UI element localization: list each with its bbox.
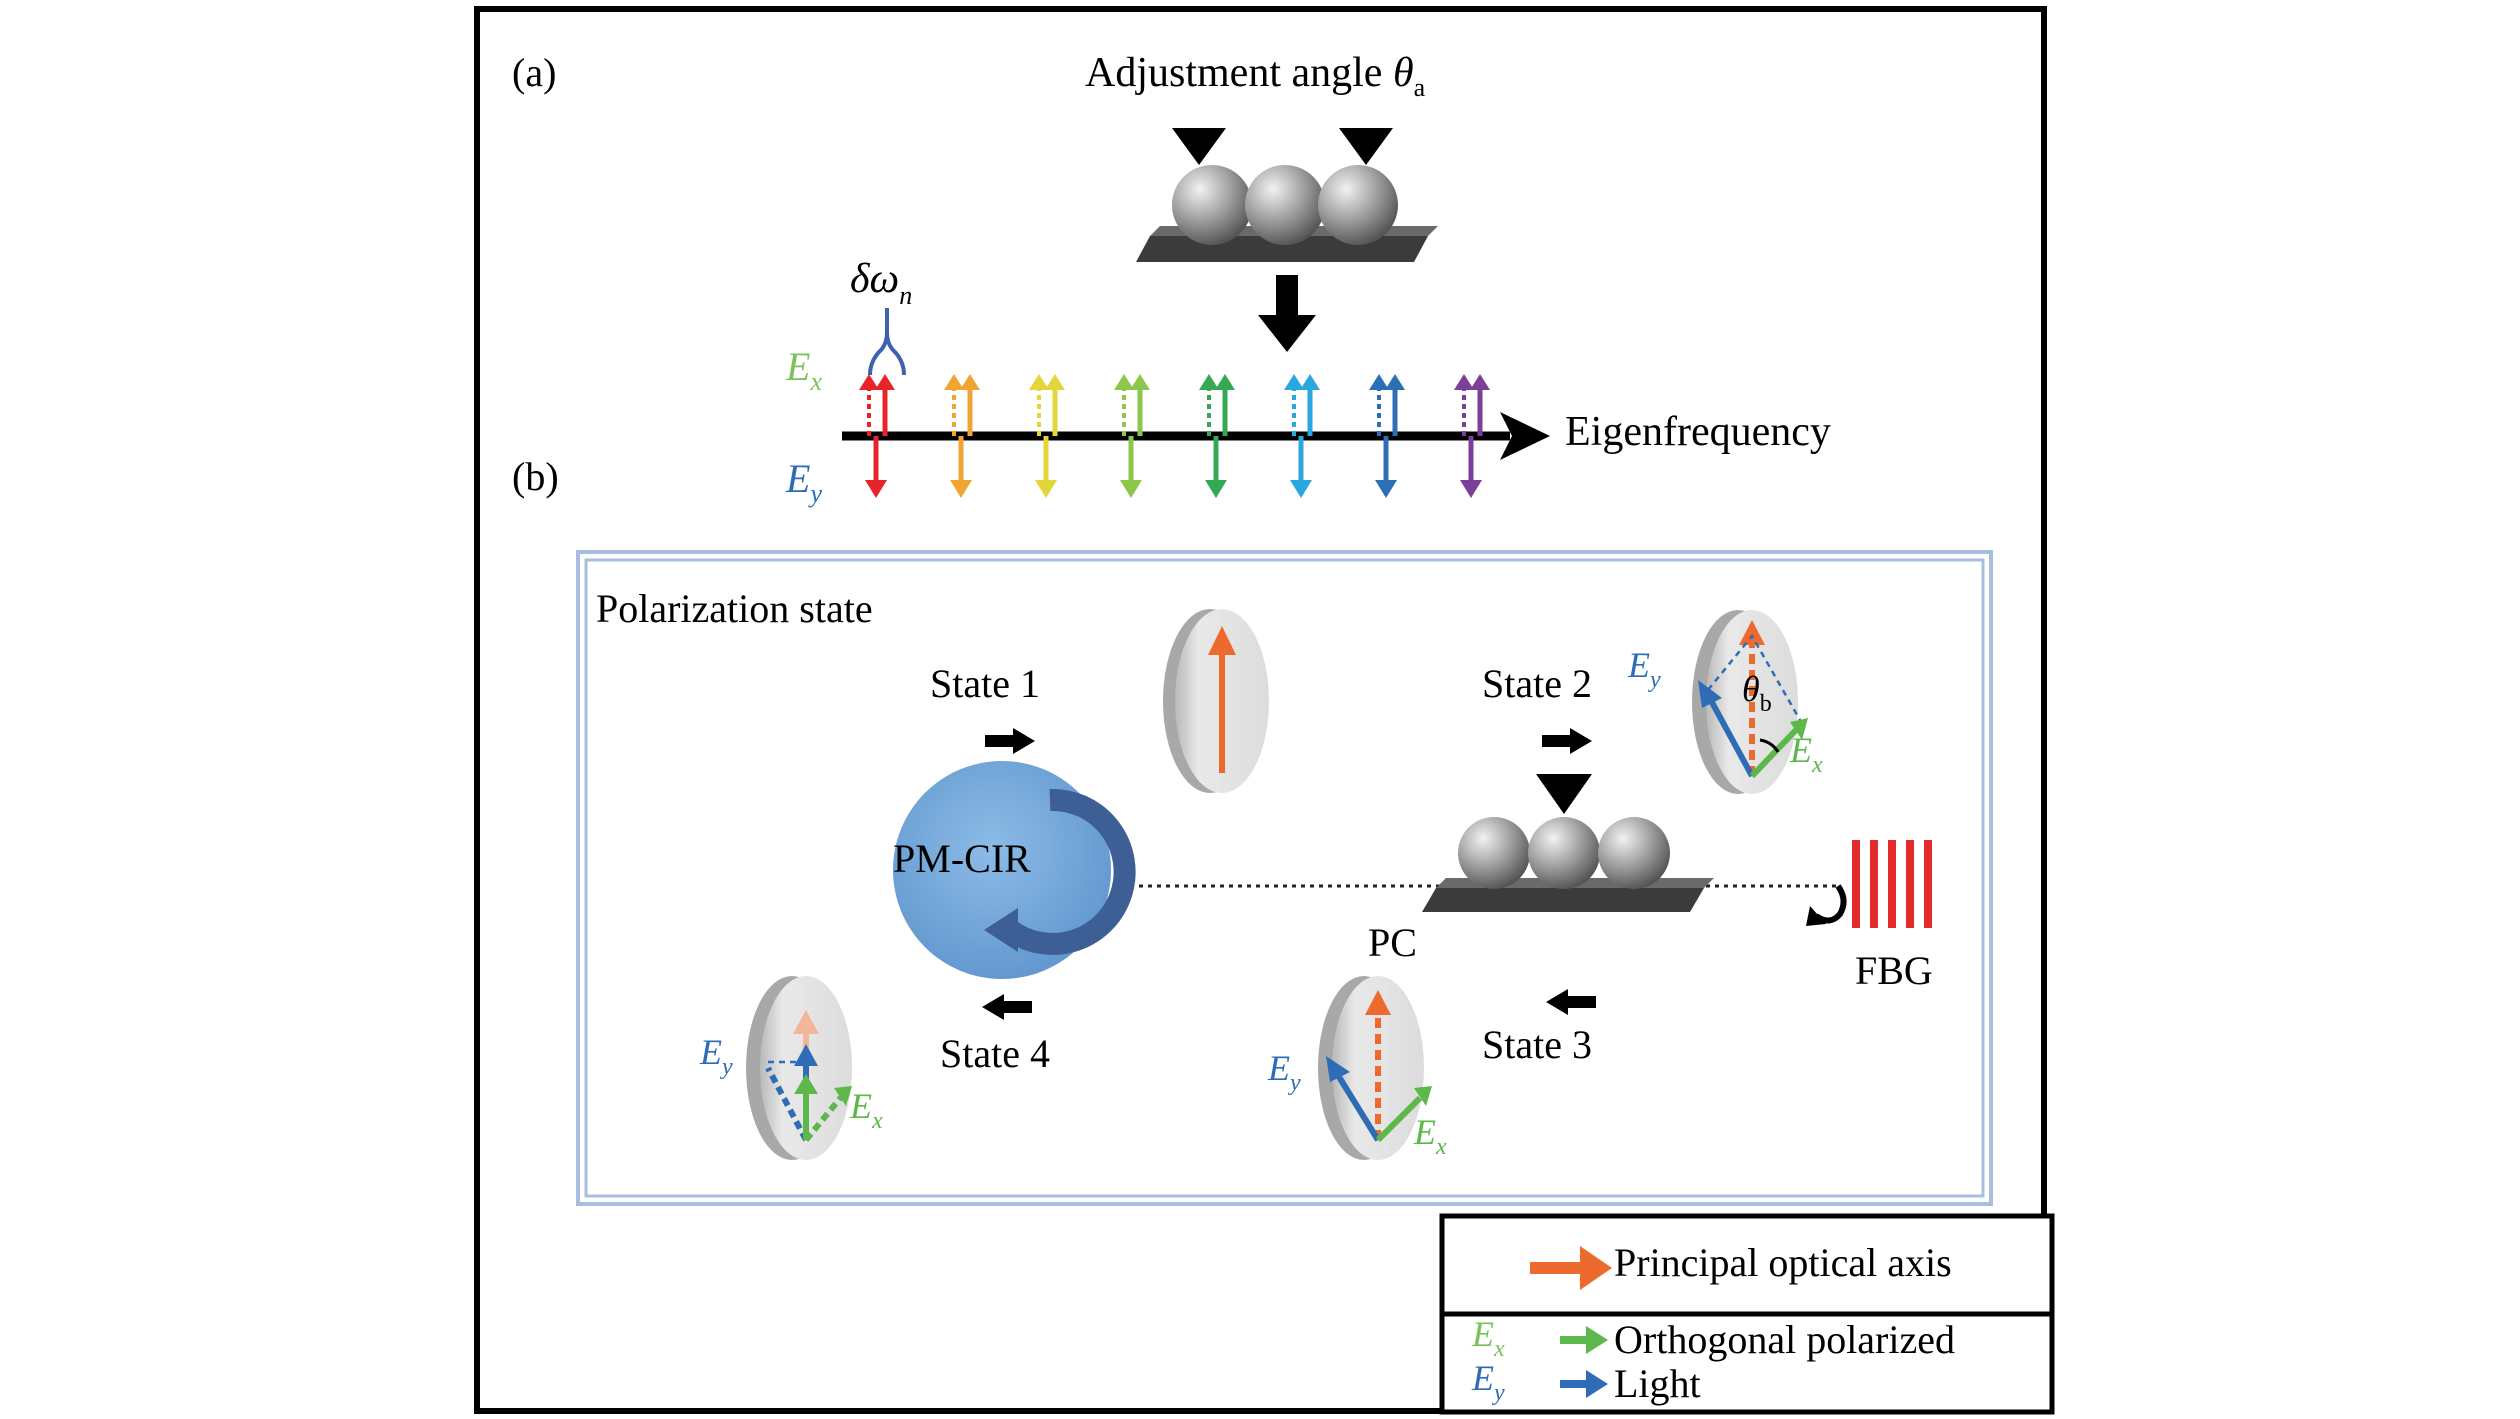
legend-orthogonal: Orthogonal polarized [1614,1317,1955,1362]
axis-arrowhead [1500,412,1550,460]
ey-label-a: Ey [785,456,822,508]
legend-principal-axis: Principal optical axis [1614,1240,1952,1285]
polarization-controller-b [1422,817,1714,912]
polarization-state-title: Polarization state [596,586,873,631]
fbg-reflection-arrow [1814,884,1847,924]
right-arrow-state-2 [1542,728,1592,754]
splitting-bracket [868,308,906,376]
ey-label-state-4: Ey [699,1032,733,1080]
fbg-reflection-arrowhead [1806,906,1826,926]
eigenmode-arrow-8 [1454,374,1490,498]
down-arrow-icon [1258,275,1316,352]
right-arrow-state-1 [985,728,1035,754]
pointer-triangle-b [1536,774,1592,814]
panel-b-label: (b) [512,454,559,499]
adjustment-angle-title: Adjustment angle θa [1085,50,1426,102]
polarization-controller-a [1136,165,1438,262]
ex-label-state-2: Ex [1789,730,1823,778]
legend-ex-label: Ex [1471,1314,1505,1362]
state-3-disc [1318,976,1432,1160]
eigenmode-arrows [859,374,1490,498]
fbg-icon [1852,840,1932,928]
legend-green-arrow-icon [1560,1326,1608,1354]
state-4-disc [746,976,852,1160]
eigenmode-arrow-1 [859,374,895,498]
polarization-box-inner [584,558,1985,1198]
state-2-disc [1692,610,1808,794]
legend-orange-arrow-icon [1530,1246,1612,1290]
pointer-triangle-right [1339,128,1393,165]
eigenmode-arrow-2 [944,374,980,498]
state-1-disc [1163,609,1269,793]
theta-b-label: θb [1742,669,1772,717]
ex-label-state-3: Ex [1413,1112,1447,1160]
eigenmode-arrow-7 [1369,374,1405,498]
eigenfrequency-label: Eigenfrequency [1565,409,1831,455]
left-arrow-state-3 [1546,989,1596,1015]
pm-cir-label: PM-CIR [893,836,1031,881]
delta-omega-label: δωn [850,256,912,310]
eigenmode-arrow-6 [1284,374,1320,498]
legend-ey-label: Ey [1471,1358,1505,1406]
left-arrow-state-4 [982,994,1032,1020]
state-1-label: State 1 [930,661,1040,706]
state-4-label: State 4 [940,1031,1050,1076]
fbg-label: FBG [1855,948,1933,993]
state-3-label: State 3 [1482,1022,1592,1067]
pointer-triangle-left [1172,128,1226,165]
outer-frame [474,6,2047,1414]
eigenmode-arrow-4 [1114,374,1150,498]
pc-label: PC [1368,920,1417,965]
polarization-box-outer [576,550,1993,1206]
legend-blue-arrow-icon [1560,1370,1608,1398]
eigenmode-arrow-3 [1029,374,1065,498]
legend-light: Light [1614,1361,1701,1406]
state-2-label: State 2 [1482,661,1592,706]
pm-circulator [893,761,1136,979]
ey-label-state-2: Ey [1627,645,1661,693]
ex-label-a: Ex [785,344,822,396]
eigenmode-arrow-5 [1199,374,1235,498]
ey-label-state-3: Ey [1267,1048,1301,1096]
ex-label-state-4: Ex [849,1086,883,1134]
panel-a-label: (a) [512,50,556,95]
